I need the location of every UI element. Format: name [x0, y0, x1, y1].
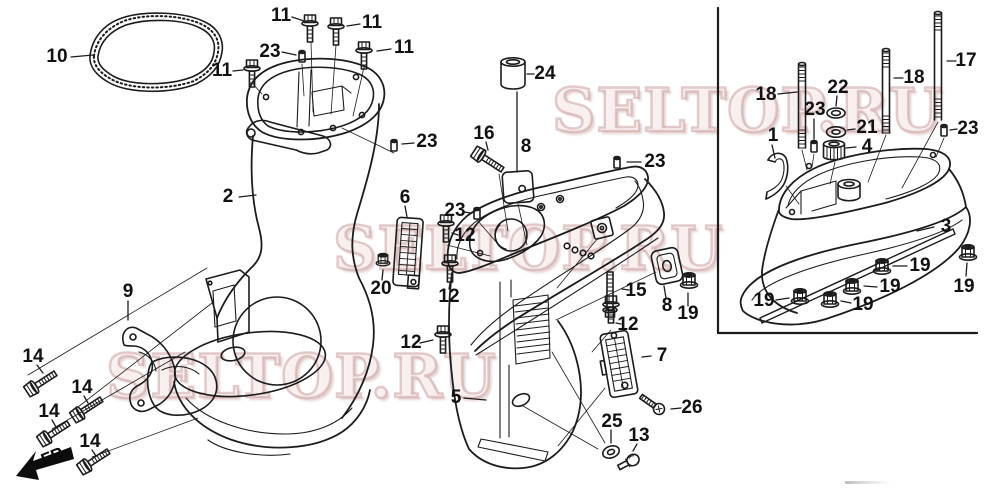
- part-1-bracket: [765, 152, 789, 200]
- assembly-lines: [27, 41, 945, 458]
- part-7-grille-plate: [599, 329, 639, 399]
- nut-19-main: [679, 271, 699, 290]
- part-4-bushing: [822, 139, 846, 161]
- part-20-nut: [375, 252, 391, 267]
- part-26-screw: [638, 393, 666, 416]
- part-10-gasket: [89, 12, 224, 93]
- part-6-grille-plate: [392, 216, 424, 290]
- part-13-plug-bolt: [616, 453, 640, 471]
- part-24-bushing: [500, 56, 526, 90]
- part-5-gear-case-housing: [446, 165, 665, 470]
- nut-19-inset-group: [790, 244, 978, 309]
- stud-17: [933, 10, 943, 121]
- inset-lower-case: [739, 147, 971, 326]
- part-2-extension-case: [146, 57, 386, 456]
- stud-18-left: [797, 61, 807, 149]
- part-21-washer: [825, 126, 847, 139]
- pin-23-group: [298, 49, 948, 220]
- stud-18-right: [881, 47, 891, 134]
- fr-direction-arrow: [16, 447, 74, 480]
- part-22-lock-washer: [826, 107, 846, 119]
- part-25-washer: [601, 445, 621, 459]
- inset-frame: [716, 6, 979, 335]
- part-8-mount-side: [650, 246, 684, 286]
- part-3-trim-strip: [759, 228, 956, 324]
- part-15-bolt: [602, 271, 618, 318]
- leader-lines: [36, 16, 968, 457]
- faint-print-code: [845, 481, 891, 484]
